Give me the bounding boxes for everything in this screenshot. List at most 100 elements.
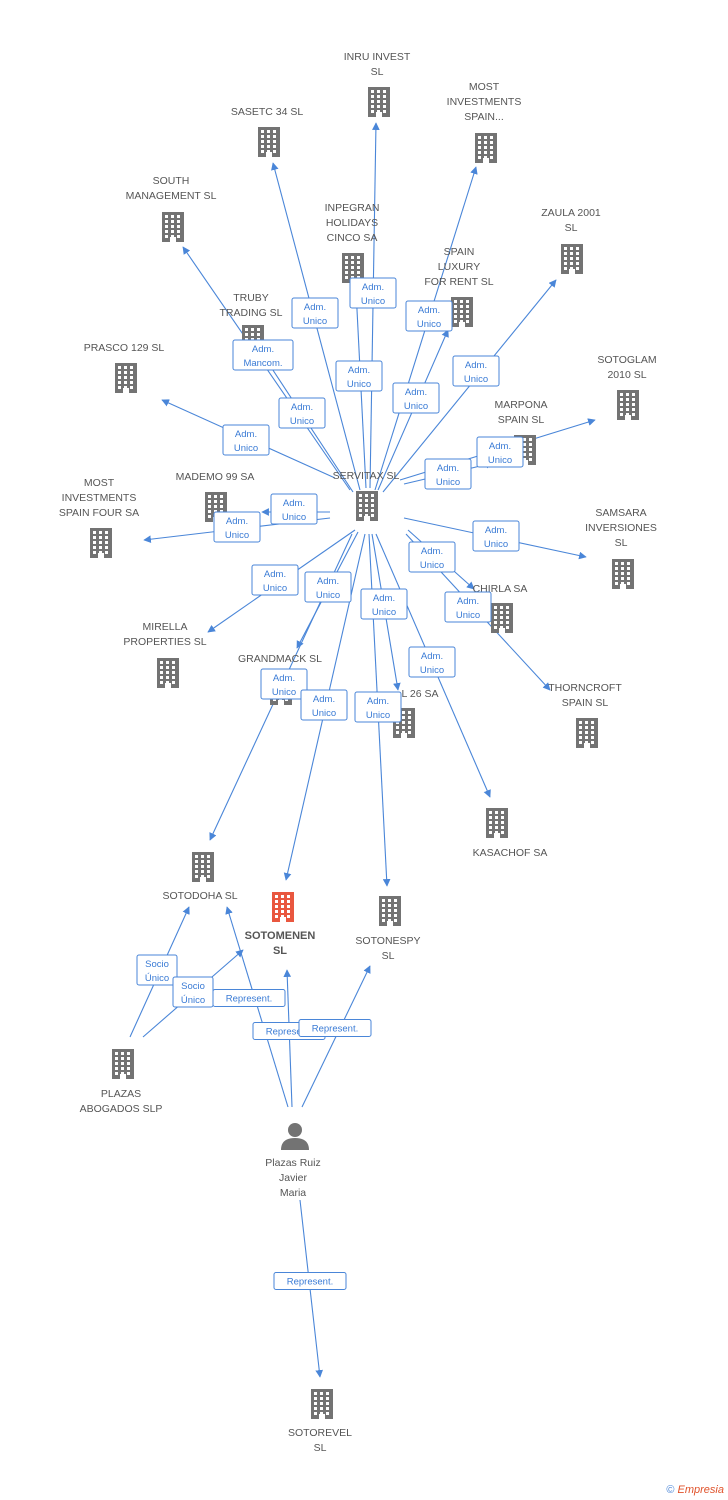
node-prasco[interactable]: PRASCO 129 SL xyxy=(84,342,165,393)
relation-label[interactable]: Adm.Unico xyxy=(222,424,270,456)
relation-label-box xyxy=(222,424,270,456)
node-label: SPAIN SL xyxy=(498,414,545,426)
relation-label-box xyxy=(392,382,440,414)
node-label: Plazas Ruiz xyxy=(265,1157,320,1169)
node-servitax[interactable]: SERVITAX SL xyxy=(333,470,400,521)
relation-label-text: Adm. xyxy=(465,360,487,371)
node-label: SL xyxy=(314,1442,327,1454)
node-label: SAMSARA xyxy=(595,507,646,519)
relation-label-text: Único xyxy=(181,995,205,1006)
relation-label[interactable]: Adm.Unico xyxy=(304,571,352,603)
relation-label[interactable]: Represent. xyxy=(212,989,286,1007)
relation-label-box xyxy=(472,520,520,552)
relation-label[interactable]: Adm.Unico xyxy=(251,564,299,596)
relation-label-box xyxy=(270,493,318,525)
relation-label-box xyxy=(300,689,348,721)
node-label: SPAIN FOUR SA xyxy=(59,507,139,519)
relation-label-text: Único xyxy=(145,973,169,984)
relation-label[interactable]: Adm.Unico xyxy=(452,355,500,387)
relation-label[interactable]: Adm.Unico xyxy=(472,520,520,552)
building-icon xyxy=(475,133,497,163)
node-label: SPAIN xyxy=(444,246,475,258)
relation-label[interactable]: Represent. xyxy=(273,1272,347,1290)
relation-label-text: Unico xyxy=(417,319,441,330)
relation-label-box xyxy=(452,355,500,387)
relation-label-text: Socio xyxy=(145,959,169,970)
relation-label[interactable]: Adm.Unico xyxy=(270,493,318,525)
relation-label-box xyxy=(444,591,492,623)
relation-label-box xyxy=(213,511,261,543)
building-icon xyxy=(90,528,112,558)
relation-label[interactable]: Adm.Unico xyxy=(291,297,339,329)
relation-label-box xyxy=(260,668,308,700)
node-label: Maria xyxy=(280,1187,306,1199)
relation-label[interactable]: Adm.Unico xyxy=(335,360,383,392)
relation-label-text: Adm. xyxy=(418,305,440,316)
graph-nodes: INRU INVESTSLMOSTINVESTMENTSSPAIN...SASE… xyxy=(59,51,657,1454)
node-label: INRU INVEST xyxy=(344,51,411,63)
relation-label[interactable]: Adm.Unico xyxy=(260,668,308,700)
relation-label[interactable]: Adm.Unico xyxy=(444,591,492,623)
node-label: PROPERTIES SL xyxy=(123,636,206,648)
relation-label[interactable]: Adm.Unico xyxy=(300,689,348,721)
relation-label[interactable]: Adm.Unico xyxy=(408,541,456,573)
relation-label[interactable]: Adm.Unico xyxy=(213,511,261,543)
relation-label[interactable]: Adm.Unico xyxy=(278,397,326,429)
relation-label-text: Unico xyxy=(347,379,371,390)
relation-label[interactable]: Adm. Unico xyxy=(405,300,453,332)
relation-label[interactable]: Adm.Unico xyxy=(360,588,408,620)
relation-label-text: Adm. xyxy=(235,429,257,440)
relation-label-text: Adm. xyxy=(421,651,443,662)
building-icon xyxy=(157,658,179,688)
building-icon xyxy=(272,892,294,922)
node-chirla[interactable]: CHIRLA SA xyxy=(473,583,528,633)
building-icon xyxy=(162,212,184,242)
node-label: THORNCROFT xyxy=(548,682,622,694)
relation-label[interactable]: Adm.Unico xyxy=(476,436,524,468)
node-label: L 26 SA xyxy=(402,688,439,700)
node-mostinv[interactable]: MOSTINVESTMENTSSPAIN... xyxy=(447,81,522,163)
node-label: MADEMO 99 SA xyxy=(176,471,255,483)
relation-label-box xyxy=(349,277,397,309)
relation-label[interactable]: Adm.Unico xyxy=(408,646,456,678)
relation-label-box xyxy=(476,436,524,468)
node-sotodoha[interactable]: SOTODOHA SL xyxy=(162,852,238,902)
building-icon xyxy=(612,559,634,589)
relation-label-box xyxy=(405,300,453,332)
node-label: KASACHOF SA xyxy=(473,847,548,859)
relation-label[interactable]: Adm.Mancom. xyxy=(232,339,294,371)
relation-label[interactable]: Adm.Unico xyxy=(392,382,440,414)
relation-label-text: Adm. xyxy=(489,441,511,452)
relation-label-text: Adm. xyxy=(362,282,384,293)
node-sasetc[interactable]: SASETC 34 SL xyxy=(231,106,304,157)
relation-label-text: Unico xyxy=(361,296,385,307)
node-label: SL xyxy=(382,950,395,962)
empresia-logo[interactable]: Empresia xyxy=(677,1484,724,1496)
relation-label[interactable]: Adm.Unico xyxy=(424,458,472,490)
relation-label-box xyxy=(424,458,472,490)
node-label: SASETC 34 SL xyxy=(231,106,304,118)
relation-label[interactable]: Represent. xyxy=(298,1019,372,1037)
relation-label[interactable]: Adm. Unico xyxy=(349,277,397,309)
node-kasachof[interactable]: KASACHOF SA xyxy=(473,808,548,859)
building-icon xyxy=(311,1389,333,1419)
relation-label[interactable]: Adm.Unico xyxy=(354,691,402,723)
